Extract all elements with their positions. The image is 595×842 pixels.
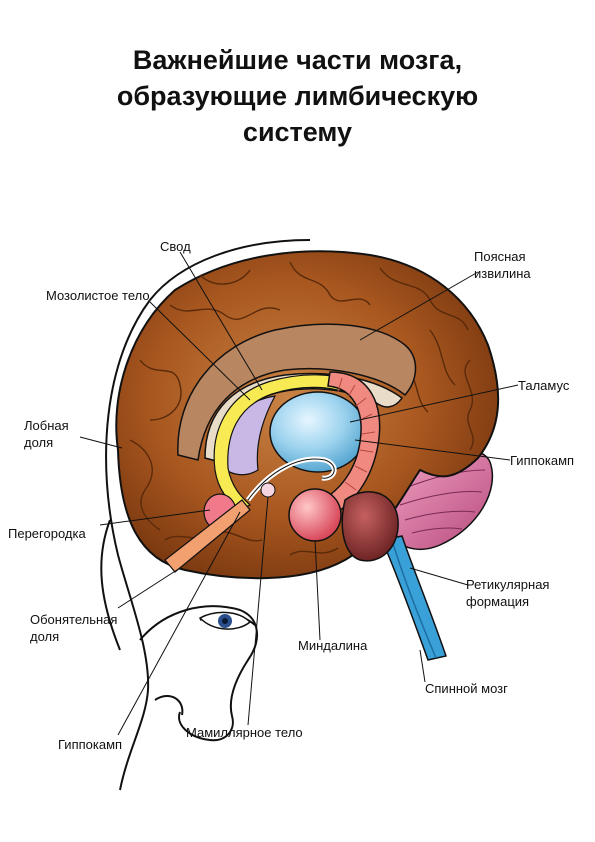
label-cingulate-line-1: Поясная: [474, 249, 526, 264]
title-line-3: систему: [242, 117, 353, 147]
label-amygdala-text: Миндалина: [298, 638, 368, 653]
fornix-column-outline: [247, 458, 335, 501]
label-mamillary-body-text: Мамиллярное тело: [186, 725, 303, 740]
label-spinal-cord-text: Спинной мозг: [425, 681, 508, 696]
leader-lines: [79, 251, 519, 736]
label-reticular-formation: Ретикулярная формация: [466, 576, 549, 610]
spinal-cord-inner: [391, 539, 437, 659]
label-septum: Перегородка: [8, 525, 86, 542]
label-corpus-callosum-text: Мозолистое тело: [46, 288, 150, 303]
label-hippocampus-right: Гиппокамп: [510, 452, 574, 469]
brainstem: [341, 491, 399, 562]
label-hippocampus-left: Гиппокамп: [58, 736, 122, 753]
amygdala: [288, 488, 342, 542]
title-line-1: Важнейшие части мозга,: [132, 45, 463, 75]
label-amygdala: Миндалина: [298, 637, 367, 654]
head-outline: [100, 239, 311, 791]
label-spinal-cord: Спинной мозг: [425, 680, 508, 697]
label-frontal-lobe: Лобная доля: [24, 417, 69, 451]
label-thalamus: Таламус: [518, 377, 569, 394]
label-fornix: Свод: [160, 238, 191, 255]
spinal-cord: [380, 535, 447, 661]
label-mamillary-body: Мамиллярное тело: [186, 724, 303, 741]
eye-icon: [198, 611, 252, 630]
label-corpus-callosum: Мозолистое тело: [46, 287, 150, 304]
label-reticular-line-1: Ретикулярная: [466, 577, 550, 592]
hippocampus-stripes: [337, 377, 376, 491]
label-cingulate-gyrus: Поясная извилина: [474, 248, 531, 282]
label-reticular-line-2: формация: [466, 594, 530, 609]
olfactory-tract: [164, 499, 251, 573]
label-frontal-line-1: Лобная: [24, 418, 69, 433]
label-olfactory-line-2: доля: [30, 629, 60, 644]
title-line-2: образующие лимбическую: [116, 81, 479, 111]
label-cingulate-line-2: извилина: [474, 266, 531, 281]
label-fornix-text: Свод: [160, 239, 191, 254]
label-thalamus-text: Таламус: [518, 378, 570, 393]
label-frontal-line-2: доля: [24, 435, 54, 450]
label-hippocampus-left-text: Гиппокамп: [58, 737, 123, 752]
label-septum-text: Перегородка: [8, 526, 86, 541]
diagram-title: Важнейшие части мозга, образующие лимбич…: [0, 42, 595, 150]
label-olfactory-line-1: Обонятельная: [30, 612, 118, 627]
label-olfactory-lobe: Обонятельная доля: [30, 611, 117, 645]
label-hippocampus-right-text: Гиппокамп: [510, 453, 575, 468]
mamillary-body: [260, 482, 276, 498]
